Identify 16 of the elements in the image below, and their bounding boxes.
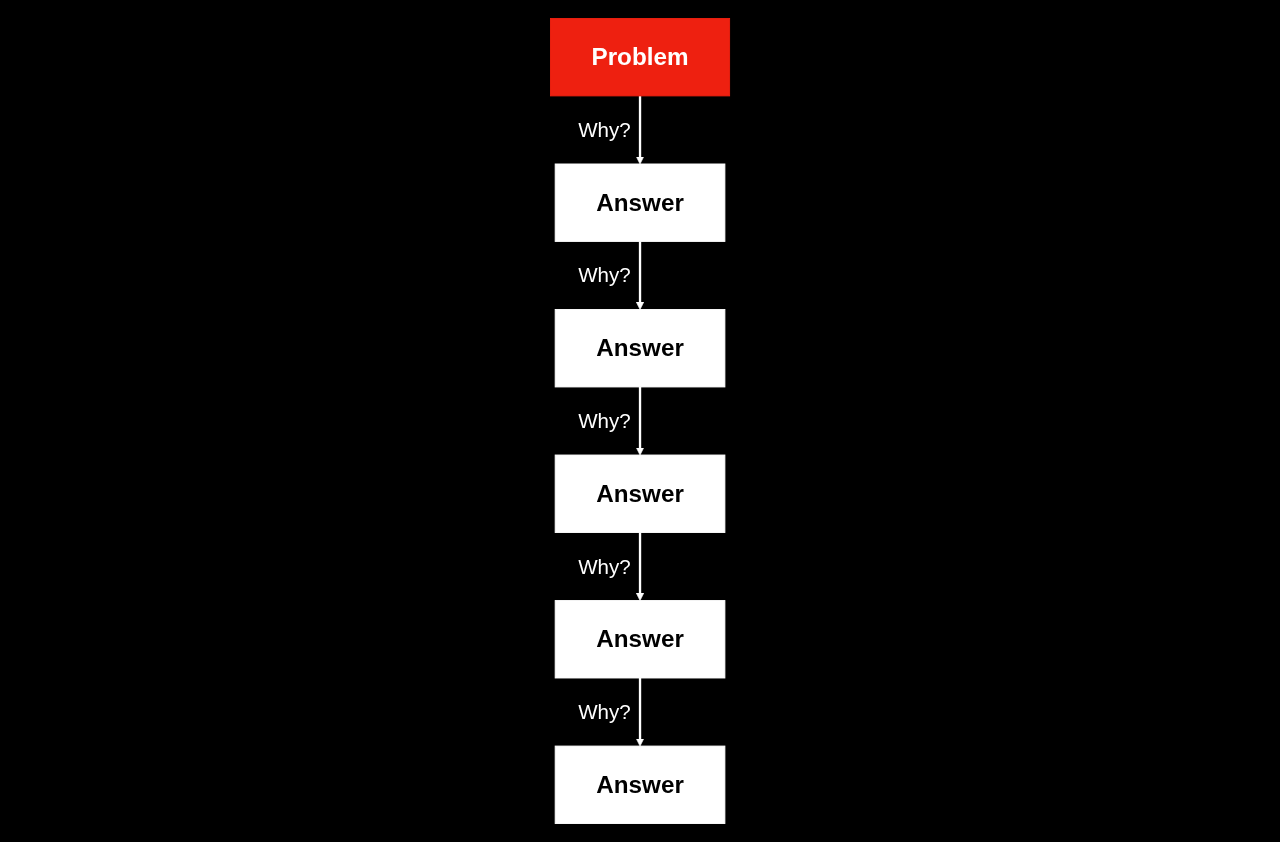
node-box: Answer <box>554 745 726 824</box>
arrow <box>635 678 645 747</box>
arrow <box>635 532 645 601</box>
node-box: Answer <box>554 454 726 533</box>
edge-label: Why? <box>578 409 631 433</box>
edge-label: Why? <box>578 263 631 288</box>
edge-label: Why? <box>578 554 631 579</box>
node-box: Answer <box>554 309 726 388</box>
node-box: Answer <box>554 163 726 242</box>
edge-label: Why? <box>578 700 631 724</box>
arrow <box>635 95 645 165</box>
edge-label: Why? <box>578 118 631 142</box>
arrow <box>635 386 645 456</box>
arrow <box>635 241 645 310</box>
node-box: Problem <box>549 18 731 97</box>
node-box: Answer <box>554 600 726 679</box>
